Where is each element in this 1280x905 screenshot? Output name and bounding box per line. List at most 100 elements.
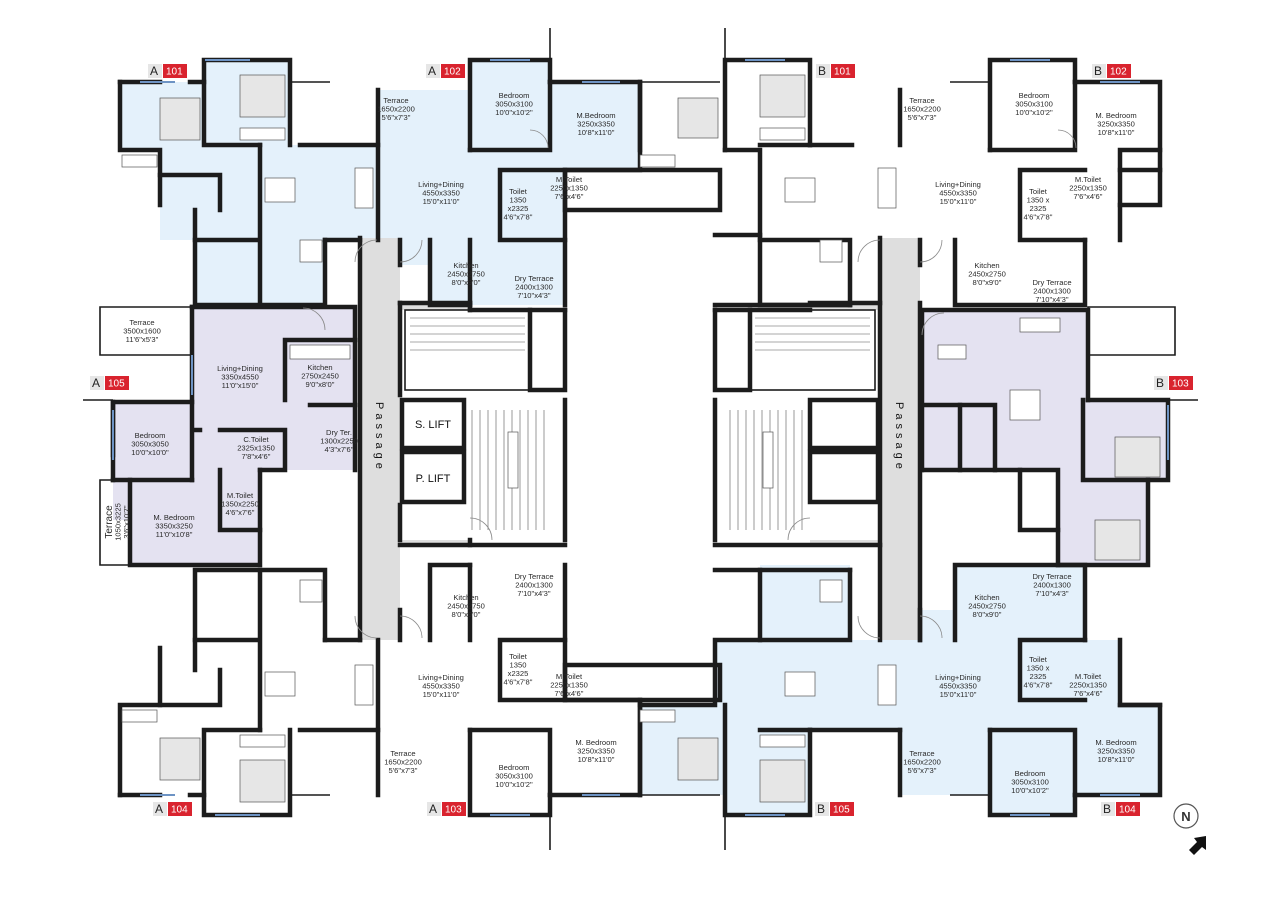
unit-number-box <box>163 64 187 78</box>
room-label-line: 2450x2750 <box>968 270 1006 279</box>
unit-number: 101 <box>834 67 851 78</box>
room-label-line: 8'0"x9'0" <box>973 610 1002 619</box>
room-label-line: Dry Ter. <box>326 428 352 437</box>
room-label-line: Toilet <box>1029 187 1048 196</box>
room-label-line: 4'6"x7'8" <box>504 213 533 222</box>
unit-number-box <box>831 64 855 78</box>
room-label-line: 11'6"x5'3" <box>126 335 159 344</box>
unit-number-box <box>1169 376 1193 390</box>
unit-number: 101 <box>166 67 183 78</box>
room-label-line: 3050x3100 <box>1011 778 1049 787</box>
room-label-line: 10'0"x10'2" <box>495 780 533 789</box>
room-label-line: 1650x2200 <box>384 758 422 767</box>
room-label-line: x2325 <box>508 204 529 213</box>
passage-label-left: Passage <box>373 402 385 473</box>
room-label-line: 4'6"x7'8" <box>504 678 533 687</box>
room-label-line: M. Bedroom <box>575 738 616 747</box>
room-label-line: 3050x3100 <box>495 772 533 781</box>
room-label-line: 2450x2750 <box>447 602 485 611</box>
compass-letter: N <box>1181 809 1190 824</box>
room-label-line: 1650x2200 <box>903 758 941 767</box>
room-label-line: Bedroom <box>135 431 166 440</box>
room-label-line: M.Toilet <box>556 672 583 681</box>
unit-letter-box <box>148 64 162 78</box>
room-label-line: 5'6"x7'3" <box>382 113 411 122</box>
north-arrow-icon <box>1189 836 1206 855</box>
room-label-line: 2325x1350 <box>237 444 275 453</box>
room-label-line: M.Toilet <box>227 491 254 500</box>
room-label-line: 3500x1600 <box>123 327 161 336</box>
room-label-line: Terrace <box>129 318 154 327</box>
room-label-line: 3050x3050 <box>131 440 169 449</box>
unit-letter-box <box>816 64 830 78</box>
unit-letter-box <box>1154 376 1168 390</box>
room-label-line: 1650x2200 <box>903 105 941 114</box>
room-label-line: 3050x3100 <box>1015 100 1053 109</box>
room-label-line: M.Bedroom <box>576 111 615 120</box>
room-label-line: M. Bedroom <box>1095 738 1136 747</box>
room-label-line: 15'0"x11'0" <box>423 197 460 206</box>
room-label-line: 2325 <box>1030 204 1047 213</box>
room-label-line: Dry Terrace <box>514 274 553 283</box>
unit-number: 102 <box>444 67 461 78</box>
unit-letter: A <box>428 64 436 78</box>
room-label-line: Kitchen <box>453 261 478 270</box>
room-label-line: 7'6"x4'6" <box>1074 689 1103 698</box>
room-label-line: 1350 <box>510 196 527 205</box>
passage-right <box>810 238 920 640</box>
room-label-line: Living+Dining <box>217 364 263 373</box>
room-label-line: 10'8"x11'0" <box>1098 755 1135 764</box>
room-label-line: Kitchen <box>974 261 999 270</box>
room-label-line: 2325 <box>1030 672 1047 681</box>
room-label-line: 2450x2750 <box>447 270 485 279</box>
room-label-line: 8'0"x9'0" <box>452 610 481 619</box>
room-label-line: 7'8"x4'6" <box>242 452 271 461</box>
room-label-line: Living+Dining <box>935 180 981 189</box>
room-label-line: 2250x1350 <box>1069 184 1107 193</box>
unit-number-box <box>441 64 465 78</box>
room-label-line: Terrace <box>390 749 415 758</box>
unit-number: 103 <box>445 805 462 816</box>
room-label-line: M.Toilet <box>556 175 583 184</box>
room-label-line: Bedroom <box>499 91 530 100</box>
room-label-line: 3250x3350 <box>1097 747 1135 756</box>
room-label-line: 10'0"x10'2" <box>1015 108 1053 117</box>
service-lift-label: S. LIFT <box>415 419 451 431</box>
passenger-lift <box>399 449 467 505</box>
room-label-line: 4'6"x7'8" <box>1024 681 1053 690</box>
vertical-label-line: Terrace <box>104 505 115 539</box>
room-label-line: 1350x2250 <box>221 500 259 509</box>
unit-number-box <box>105 376 129 390</box>
unit-letter-box <box>153 802 167 816</box>
doors <box>302 129 1077 639</box>
room-label-line: 8'0"x9'0" <box>973 278 1002 287</box>
unit-letter: A <box>155 802 163 816</box>
unit-letter-box <box>426 64 440 78</box>
windows <box>112 59 1169 816</box>
unit-number-box <box>1107 64 1131 78</box>
unit-number-box <box>442 802 466 816</box>
vertical-labels: Terrace1050x32253'6"x10'7" <box>104 503 131 541</box>
